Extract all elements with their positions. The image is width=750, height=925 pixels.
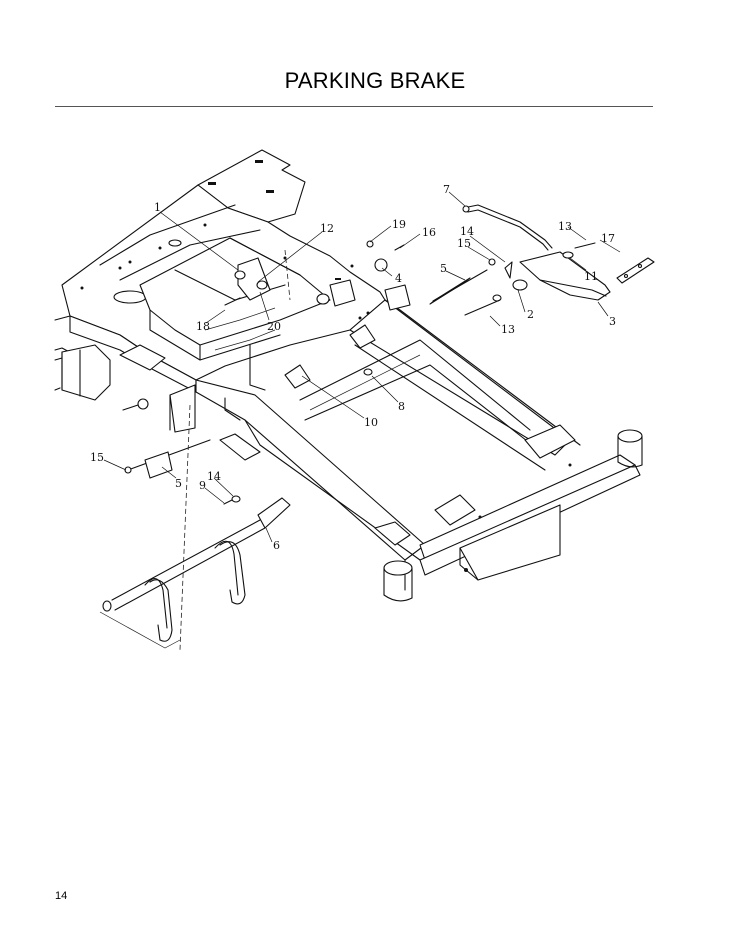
callout-5-top: 5	[440, 262, 447, 275]
callout-2: 2	[527, 308, 534, 321]
callout-7: 7	[443, 183, 450, 196]
brake-linkage	[122, 204, 655, 411]
callout-11: 11	[584, 270, 598, 283]
page-title: PARKING BRAKE	[284, 68, 466, 93]
callout-4: 4	[395, 272, 402, 285]
callout-13-top: 13	[558, 220, 572, 233]
callout-10: 10	[364, 416, 378, 429]
frame-left-edge	[54, 315, 166, 401]
frame-side-rails	[195, 299, 581, 561]
callout-14-bottom: 14	[207, 470, 221, 483]
page-number: 14	[55, 890, 68, 902]
callout-18: 18	[196, 320, 210, 333]
title-divider	[55, 106, 653, 107]
callout-9: 9	[199, 479, 206, 492]
callout-numbers: 1 12 19 16 7 13 14 15 17 11 5 4 2 3 18 2…	[90, 183, 616, 552]
callout-6: 6	[273, 539, 280, 552]
callout-5-bottom: 5	[175, 477, 182, 490]
callout-14-top: 14	[460, 225, 474, 238]
callout-leaders	[103, 191, 621, 543]
callout-19: 19	[392, 218, 406, 231]
alignment-guides	[179, 249, 291, 651]
callout-13-mid: 13	[501, 323, 515, 336]
rear-bumper	[383, 424, 643, 602]
brake-handle-assembly	[99, 439, 291, 649]
callout-15-top: 15	[457, 237, 471, 250]
frame-lower-brackets	[169, 384, 411, 546]
callout-8: 8	[398, 400, 405, 413]
callout-1: 1	[154, 201, 161, 214]
callout-12: 12	[320, 222, 334, 235]
callout-15-bottom: 15	[90, 451, 104, 464]
frame-channel	[139, 237, 331, 361]
callout-3: 3	[609, 315, 616, 328]
callout-16: 16	[422, 226, 436, 239]
callout-17: 17	[601, 232, 615, 245]
callout-20: 20	[267, 320, 281, 333]
